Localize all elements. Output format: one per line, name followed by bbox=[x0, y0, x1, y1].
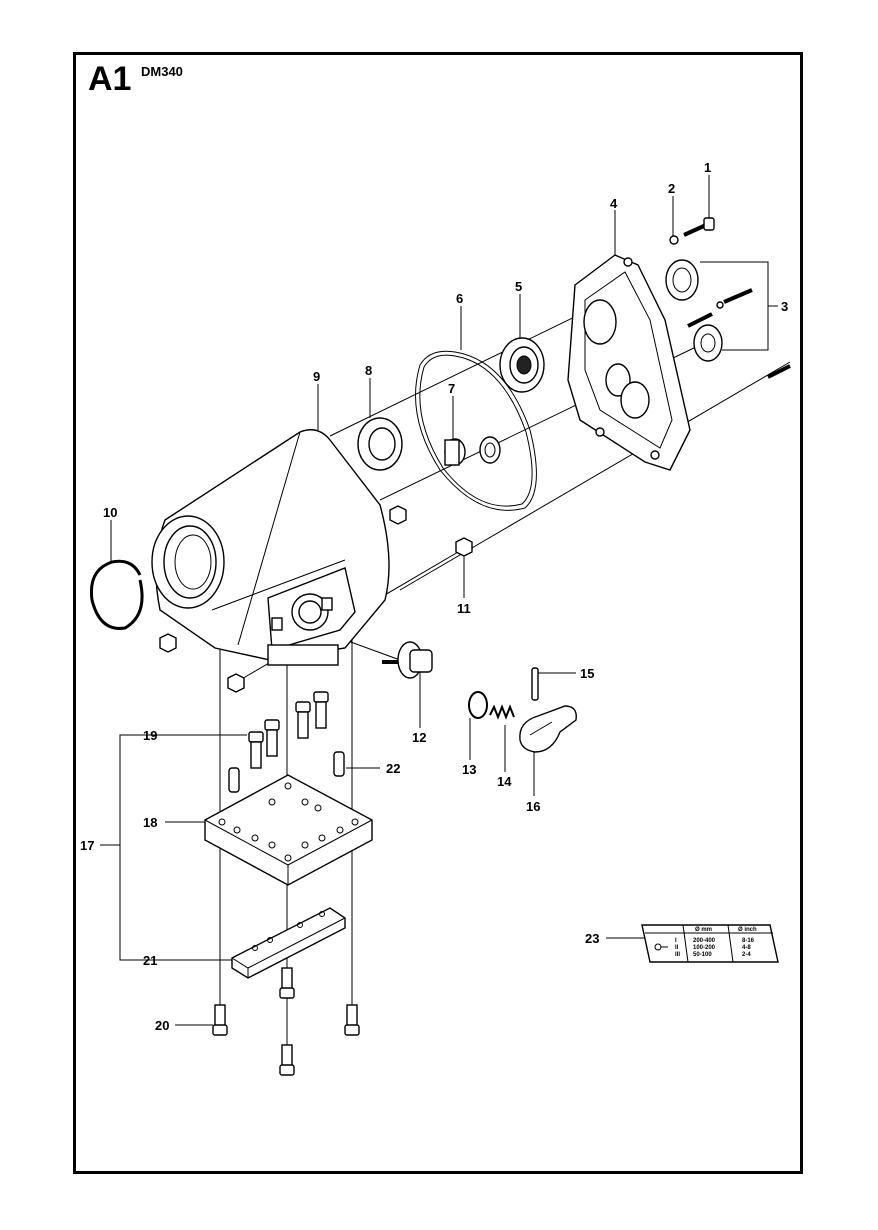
decal-gear-3: III bbox=[675, 952, 680, 958]
callout-23: 23 bbox=[585, 931, 599, 946]
callout-15: 15 bbox=[580, 666, 594, 681]
plate-screws bbox=[228, 691, 345, 793]
drawing-frame bbox=[73, 52, 803, 1174]
decal-mm-2: 100-200 bbox=[693, 945, 716, 951]
decal-mm-3: 50-100 bbox=[693, 952, 712, 958]
leader-lines bbox=[100, 175, 778, 1026]
callout-17: 17 bbox=[80, 838, 94, 853]
callout-11: 11 bbox=[457, 601, 471, 616]
callout-12: 12 bbox=[412, 730, 426, 745]
bottom-screws bbox=[212, 967, 360, 1076]
gear-shift-shaft bbox=[382, 641, 433, 679]
callout-3: 3 bbox=[781, 299, 788, 314]
callout-13: 13 bbox=[462, 762, 476, 777]
callout-5: 5 bbox=[515, 279, 522, 294]
model-name: DM340 bbox=[141, 64, 183, 79]
decal-gear-2: II bbox=[675, 945, 679, 951]
decal-inch-1: 8-16 bbox=[742, 938, 755, 944]
callout-labels: 1 2 3 4 5 6 7 8 9 10 11 12 13 14 15 16 1… bbox=[80, 160, 788, 1033]
callout-9: 9 bbox=[313, 369, 320, 384]
shift-knob bbox=[519, 705, 577, 753]
ball-bearing bbox=[499, 337, 545, 393]
section-id: A1 bbox=[88, 60, 132, 98]
callout-6: 6 bbox=[456, 291, 463, 306]
callout-19: 19 bbox=[143, 728, 157, 743]
clamp-bar bbox=[231, 907, 346, 979]
callout-8: 8 bbox=[365, 363, 372, 378]
cover-screws bbox=[669, 217, 791, 379]
decal-inch-3: 2-4 bbox=[742, 952, 751, 958]
pin bbox=[531, 667, 539, 701]
speed-decal: Ø mm Ø inch I II III 200-400 100-200 50-… bbox=[641, 924, 779, 963]
callout-20: 20 bbox=[155, 1018, 169, 1033]
gear-cover bbox=[567, 254, 691, 471]
callout-2: 2 bbox=[668, 181, 675, 196]
shaft-seals bbox=[665, 259, 723, 362]
callout-21: 21 bbox=[143, 953, 157, 968]
callout-1: 1 bbox=[704, 160, 711, 175]
decal-header-mm: Ø mm bbox=[695, 927, 712, 933]
callout-18: 18 bbox=[143, 815, 157, 830]
motor-housing bbox=[151, 429, 390, 666]
mounting-plate bbox=[204, 774, 373, 886]
callout-14: 14 bbox=[497, 774, 512, 789]
decal-mm-1: 200-400 bbox=[693, 938, 716, 944]
callout-10: 10 bbox=[103, 505, 117, 520]
callout-7: 7 bbox=[448, 381, 455, 396]
decal-gear-1: I bbox=[675, 938, 677, 944]
lock-nuts bbox=[159, 505, 473, 693]
decal-inch-2: 4-8 bbox=[742, 945, 751, 951]
callout-4: 4 bbox=[610, 196, 618, 211]
decal-header-inch: Ø inch bbox=[738, 927, 757, 933]
needle-bearings bbox=[444, 436, 501, 466]
callout-22: 22 bbox=[386, 761, 400, 776]
callout-16: 16 bbox=[526, 799, 540, 814]
retaining-ring bbox=[468, 691, 488, 719]
bushing-ring bbox=[357, 417, 403, 471]
spring bbox=[489, 704, 515, 720]
o-ring-seal bbox=[415, 350, 537, 511]
circlip bbox=[89, 559, 144, 630]
